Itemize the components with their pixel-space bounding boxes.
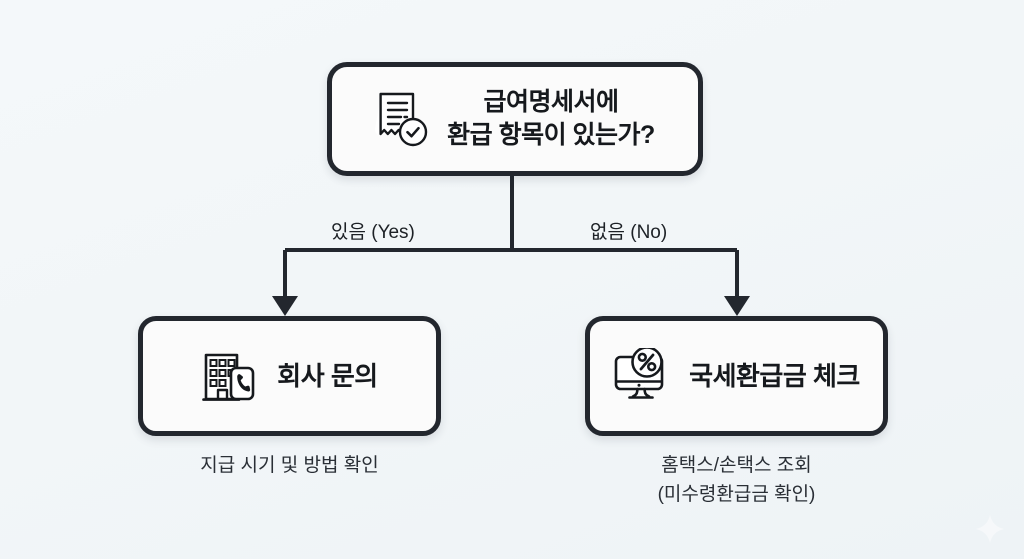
arrowhead-left: [272, 296, 298, 316]
edge-label-yes: 있음 (Yes): [331, 222, 415, 243]
outcome-node-company-inquiry[interactable]: 회사 문의: [138, 316, 441, 436]
receipt-check-icon: [375, 90, 429, 148]
outcome-node-tax-refund-check[interactable]: 국세환급금 체크: [585, 316, 888, 436]
decision-node[interactable]: 급여명세서에 환급 항목이 있는가?: [327, 62, 703, 176]
monitor-percent-icon: [613, 348, 671, 404]
corner-watermark-icon: [976, 515, 1004, 543]
outcome-label-company-inquiry: 회사 문의: [277, 360, 378, 391]
building-phone-icon: [201, 347, 257, 405]
caption-tax-refund-check: 홈택스/손택스 조회 (미수령환급금 확인): [657, 455, 816, 505]
arrowhead-right: [724, 296, 750, 316]
edge-label-no: 없음 (No): [590, 222, 668, 243]
outcome-label-tax-refund-check: 국세환급금 체크: [689, 360, 860, 391]
decision-text: 급여명세서에 환급 항목이 있는가?: [447, 87, 655, 150]
caption-company-inquiry: 지급 시기 및 방법 확인: [200, 455, 379, 476]
